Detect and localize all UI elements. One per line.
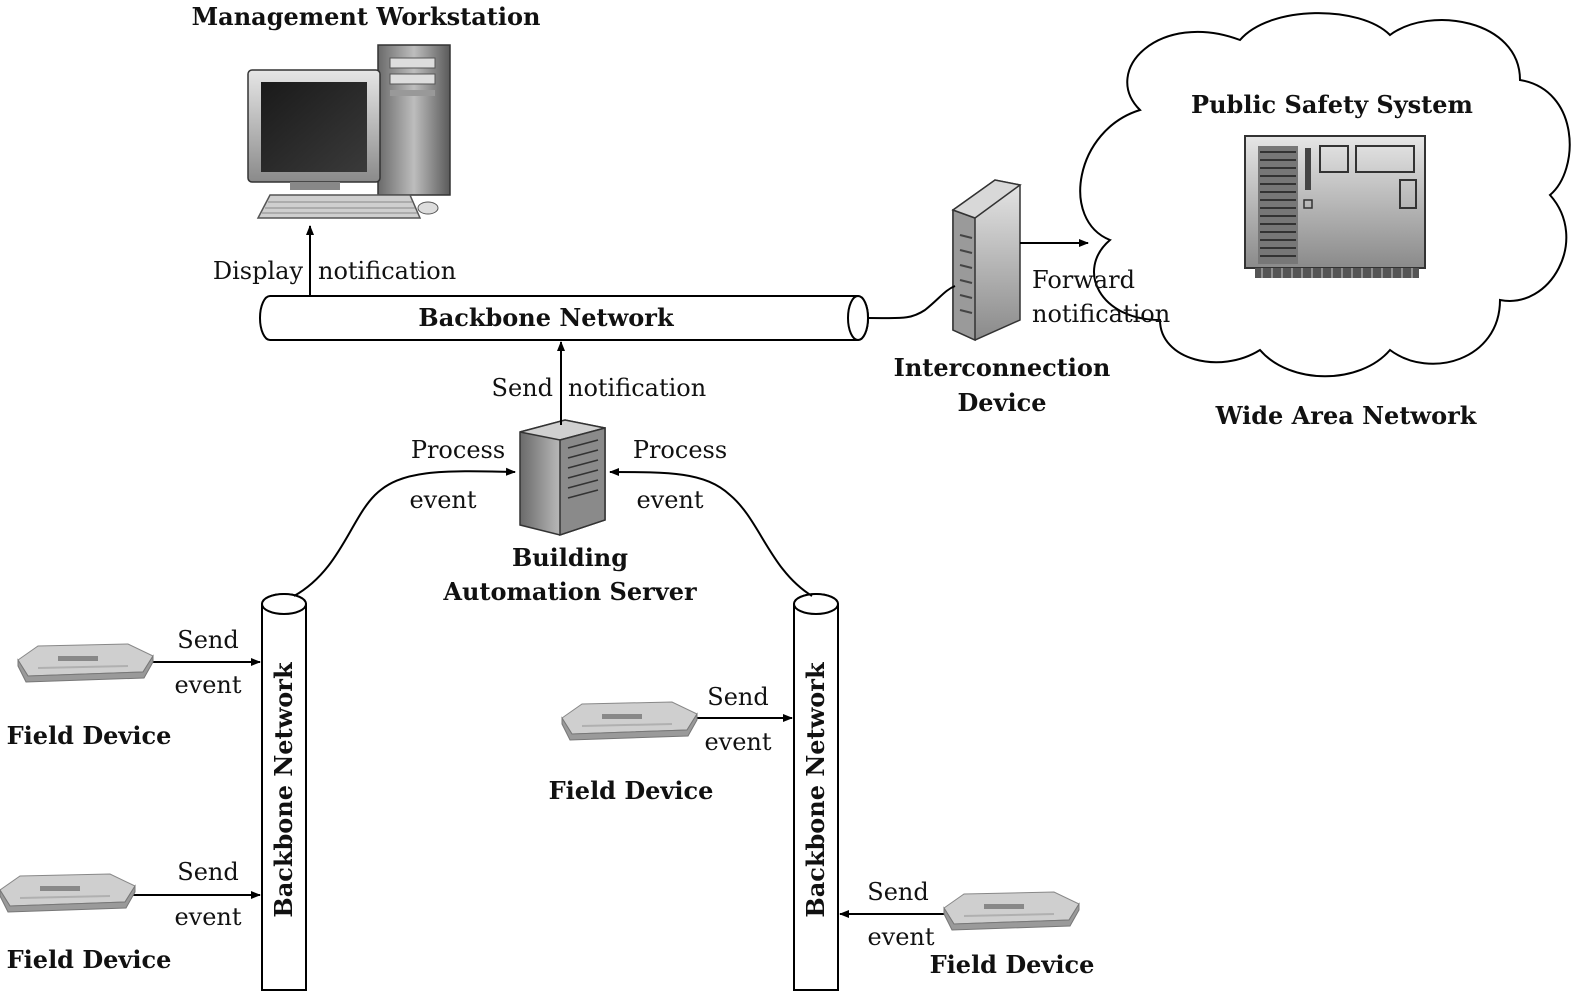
wide-area-network-label: Wide Area Network [1215, 401, 1478, 430]
computer-icon [247, 44, 451, 219]
event-right-label: event [636, 486, 703, 514]
send-label: Send [707, 683, 768, 711]
backbone-network-right-label: Backbone Network [801, 661, 830, 918]
field-device-label: Field Device [7, 721, 172, 750]
backbone-network-right-pipe [793, 593, 839, 991]
router-tower-icon [951, 179, 1022, 342]
field-device-label: Field Device [549, 776, 714, 805]
process-left-label: Process [411, 436, 505, 464]
event-label: event [867, 923, 934, 951]
send-label: Send [177, 858, 238, 886]
field-device-icon [0, 873, 136, 913]
process-right-label: Process [633, 436, 727, 464]
backbone-network-top-label: Backbone Network [418, 303, 675, 332]
send-label: Send [867, 878, 928, 906]
building-automation-server-label-line2: Automation Server [442, 577, 697, 606]
process-event-left-arrow [293, 467, 516, 597]
field-device-icon [943, 891, 1080, 931]
building-automation-server-label-line1: Building [512, 543, 628, 572]
send-notification-send-label: Send [492, 374, 553, 402]
field-device-icon [17, 643, 154, 683]
management-workstation-label: Management Workstation [192, 2, 541, 31]
event-left-label: event [409, 486, 476, 514]
server-tower-icon [519, 419, 606, 537]
display-label: Display [213, 257, 304, 285]
public-safety-system-label: Public Safety System [1191, 90, 1473, 119]
process-event-right-arrow [609, 468, 813, 597]
control-panel-icon [1244, 135, 1426, 278]
field-device-label: Field Device [7, 945, 172, 974]
forward-notification-label: notification [1032, 300, 1170, 328]
field-device-icon [561, 701, 698, 741]
field-device-label: Field Device [930, 950, 1095, 979]
backbone-network-left-label: Backbone Network [269, 661, 298, 918]
event-label: event [174, 903, 241, 931]
interconnection-device-label-line2: Device [957, 388, 1046, 417]
forward-label: Forward [1032, 266, 1135, 294]
event-label: event [704, 728, 771, 756]
display-notification-label: notification [318, 257, 456, 285]
backbone-to-interconnection-line [867, 285, 956, 320]
backbone-network-left-pipe [261, 593, 307, 991]
send-label: Send [177, 626, 238, 654]
backbone-network-top-pipe [259, 295, 869, 341]
send-notification-notification-label: notification [568, 374, 706, 402]
event-label: event [174, 671, 241, 699]
interconnection-device-label-line1: Interconnection [894, 353, 1111, 382]
